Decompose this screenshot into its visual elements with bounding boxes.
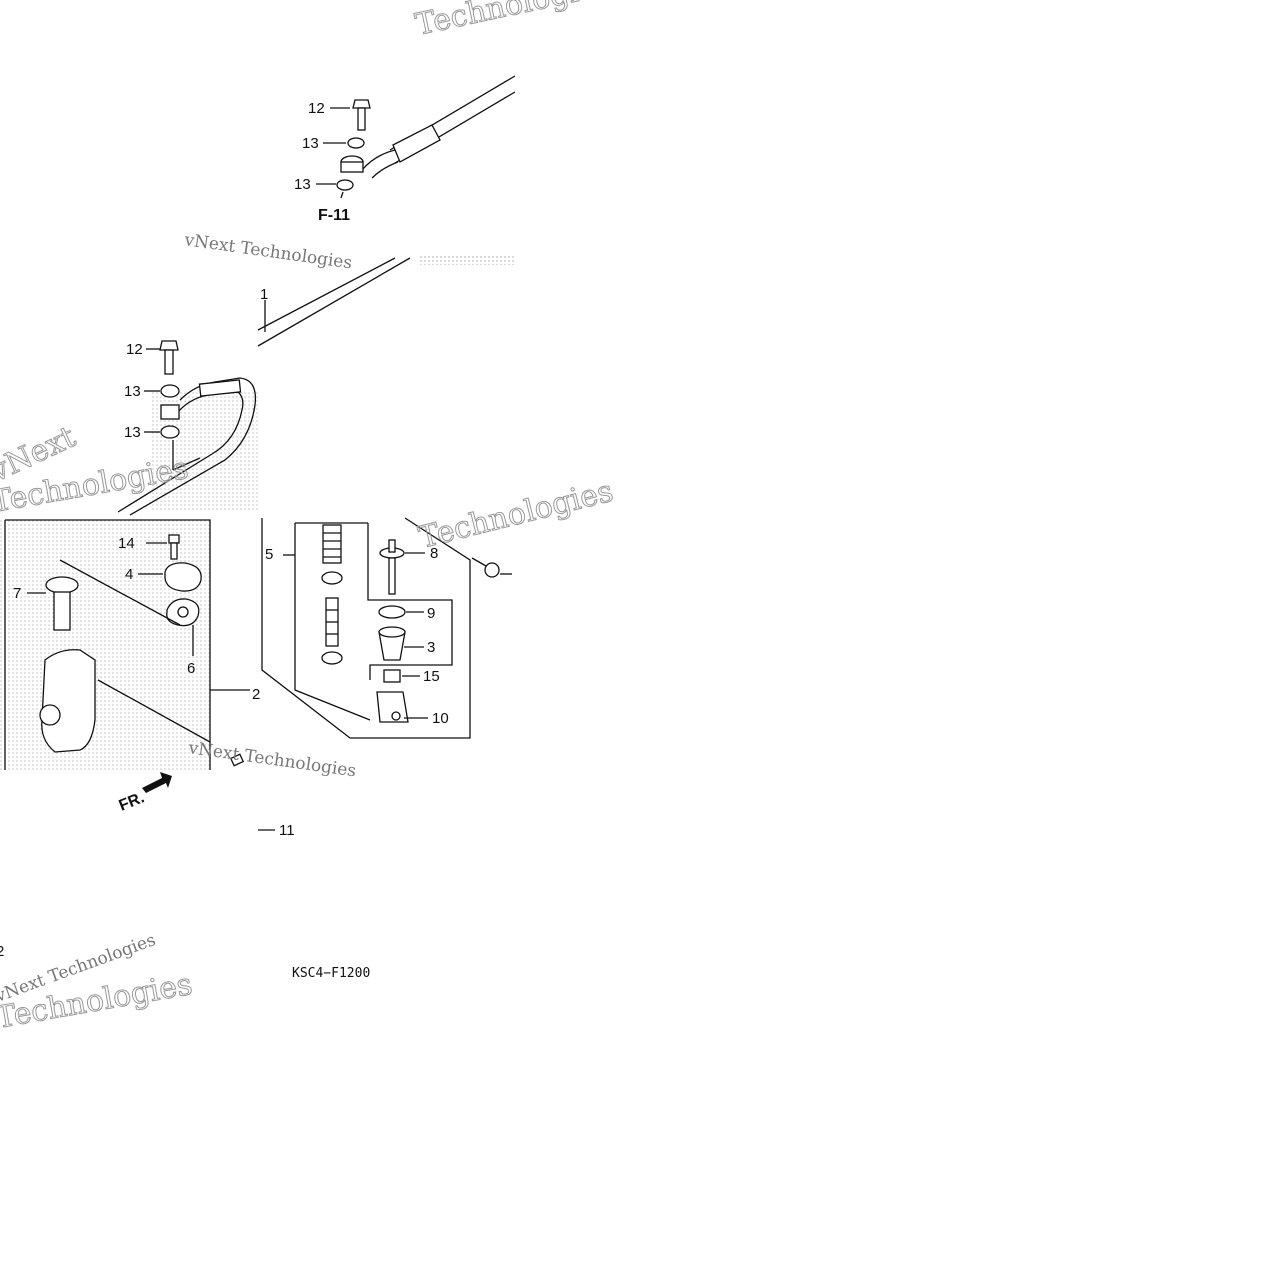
callout-3: 3 [427, 639, 435, 656]
callout-8: 8 [430, 545, 438, 562]
watermark-4: vNext Technologies [186, 738, 357, 781]
callout-13-mid-a: 13 [124, 383, 141, 400]
callout-14: 14 [118, 535, 135, 552]
callout-12-mid: 12 [126, 341, 143, 358]
callout-13-mid-b: 13 [124, 424, 141, 441]
reference-f11: F-11 [318, 207, 350, 224]
callout-9: 9 [427, 605, 435, 622]
callout-10: 10 [432, 710, 449, 727]
bolt-11 [229, 753, 275, 831]
lower-hose-assembly [117, 340, 257, 516]
callout-5: 5 [265, 546, 273, 563]
upper-hose-assembly [316, 75, 516, 199]
callout-13-top-a: 13 [302, 135, 319, 152]
master-cylinder-parts [27, 534, 211, 753]
front-marker: FR. [117, 789, 147, 814]
watermark-2: vNext Technologies [182, 230, 353, 273]
piston-kit-frame [261, 517, 471, 739]
callout-2: 2 [252, 686, 260, 703]
watermark-5: Technologies [415, 474, 616, 556]
callout-1: 1 [260, 286, 268, 303]
callout-13-top-b: 13 [294, 176, 311, 193]
piston-kit-parts [321, 524, 512, 723]
watermark-1: Technologies [412, 0, 613, 43]
front-arrow-icon [142, 772, 172, 793]
callout-11: 11 [279, 822, 295, 839]
callout-7: 7 [13, 585, 21, 602]
brake-pipe-1 [257, 257, 411, 347]
callout-4: 4 [125, 566, 133, 583]
callout-6: 6 [187, 660, 195, 677]
master-cylinder-frame [4, 519, 250, 770]
callout-2-fragment: 2 [0, 943, 4, 960]
callout-12-top: 12 [308, 100, 325, 117]
callout-15: 15 [423, 668, 440, 685]
diagram-code: KSC4−F1200 [292, 966, 370, 981]
